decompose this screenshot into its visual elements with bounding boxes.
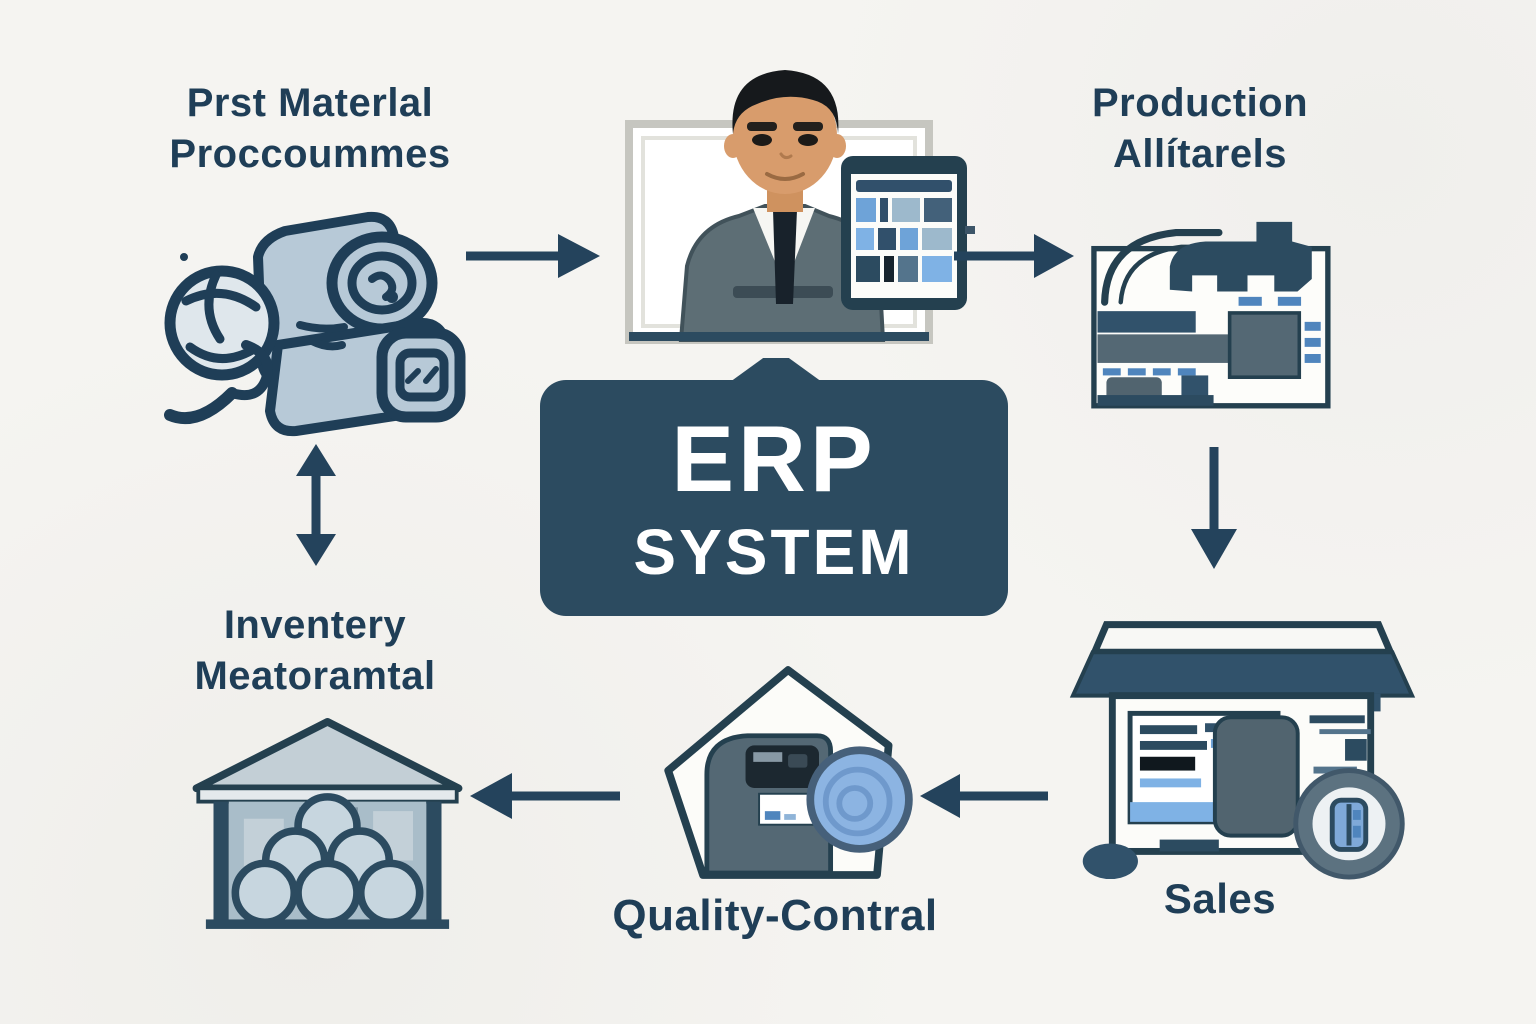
arrow-operator-to-production-icon [950,230,1076,282]
quality-label: Quality-Contral [612,891,938,940]
raw-material-label-line1: Prst Materlal [186,81,434,125]
inventory-label-line1: Inventery [223,603,407,647]
arrow-raw-to-operator-icon [462,230,602,282]
operator-with-dashboard-icon [615,50,975,362]
arrow-production-to-sales-icon [1185,443,1243,571]
arrow-sales-to-quality-icon [918,770,1052,822]
fabric-rolls-icon [150,195,480,440]
erp-box-subtitle: SYSTEM [633,516,915,588]
inventory-label: Inventery Meatoramtal [95,600,535,702]
production-machine-icon [1085,190,1335,418]
production-label: Production Allítarels [990,78,1410,180]
arrow-inventory-raw-bidirectional-icon [288,442,344,568]
inventory-label-line2: Meatoramtal [194,654,436,699]
erp-system-box: ERP SYSTEM [540,380,1008,616]
raw-material-label: Prst Materlal Proccoummes [90,78,530,180]
warehouse-icon [185,715,470,950]
storefront-icon [1065,595,1420,885]
arrow-quality-to-inventory-icon [466,768,624,824]
production-label-line2: Allítarels [1113,132,1287,177]
erp-box-title: ERP [671,406,877,511]
production-label-line1: Production [1091,81,1309,125]
sales-label: Sales [1163,875,1277,922]
raw-material-label-line2: Proccoummes [169,132,451,177]
quality-inspection-icon [645,655,935,890]
